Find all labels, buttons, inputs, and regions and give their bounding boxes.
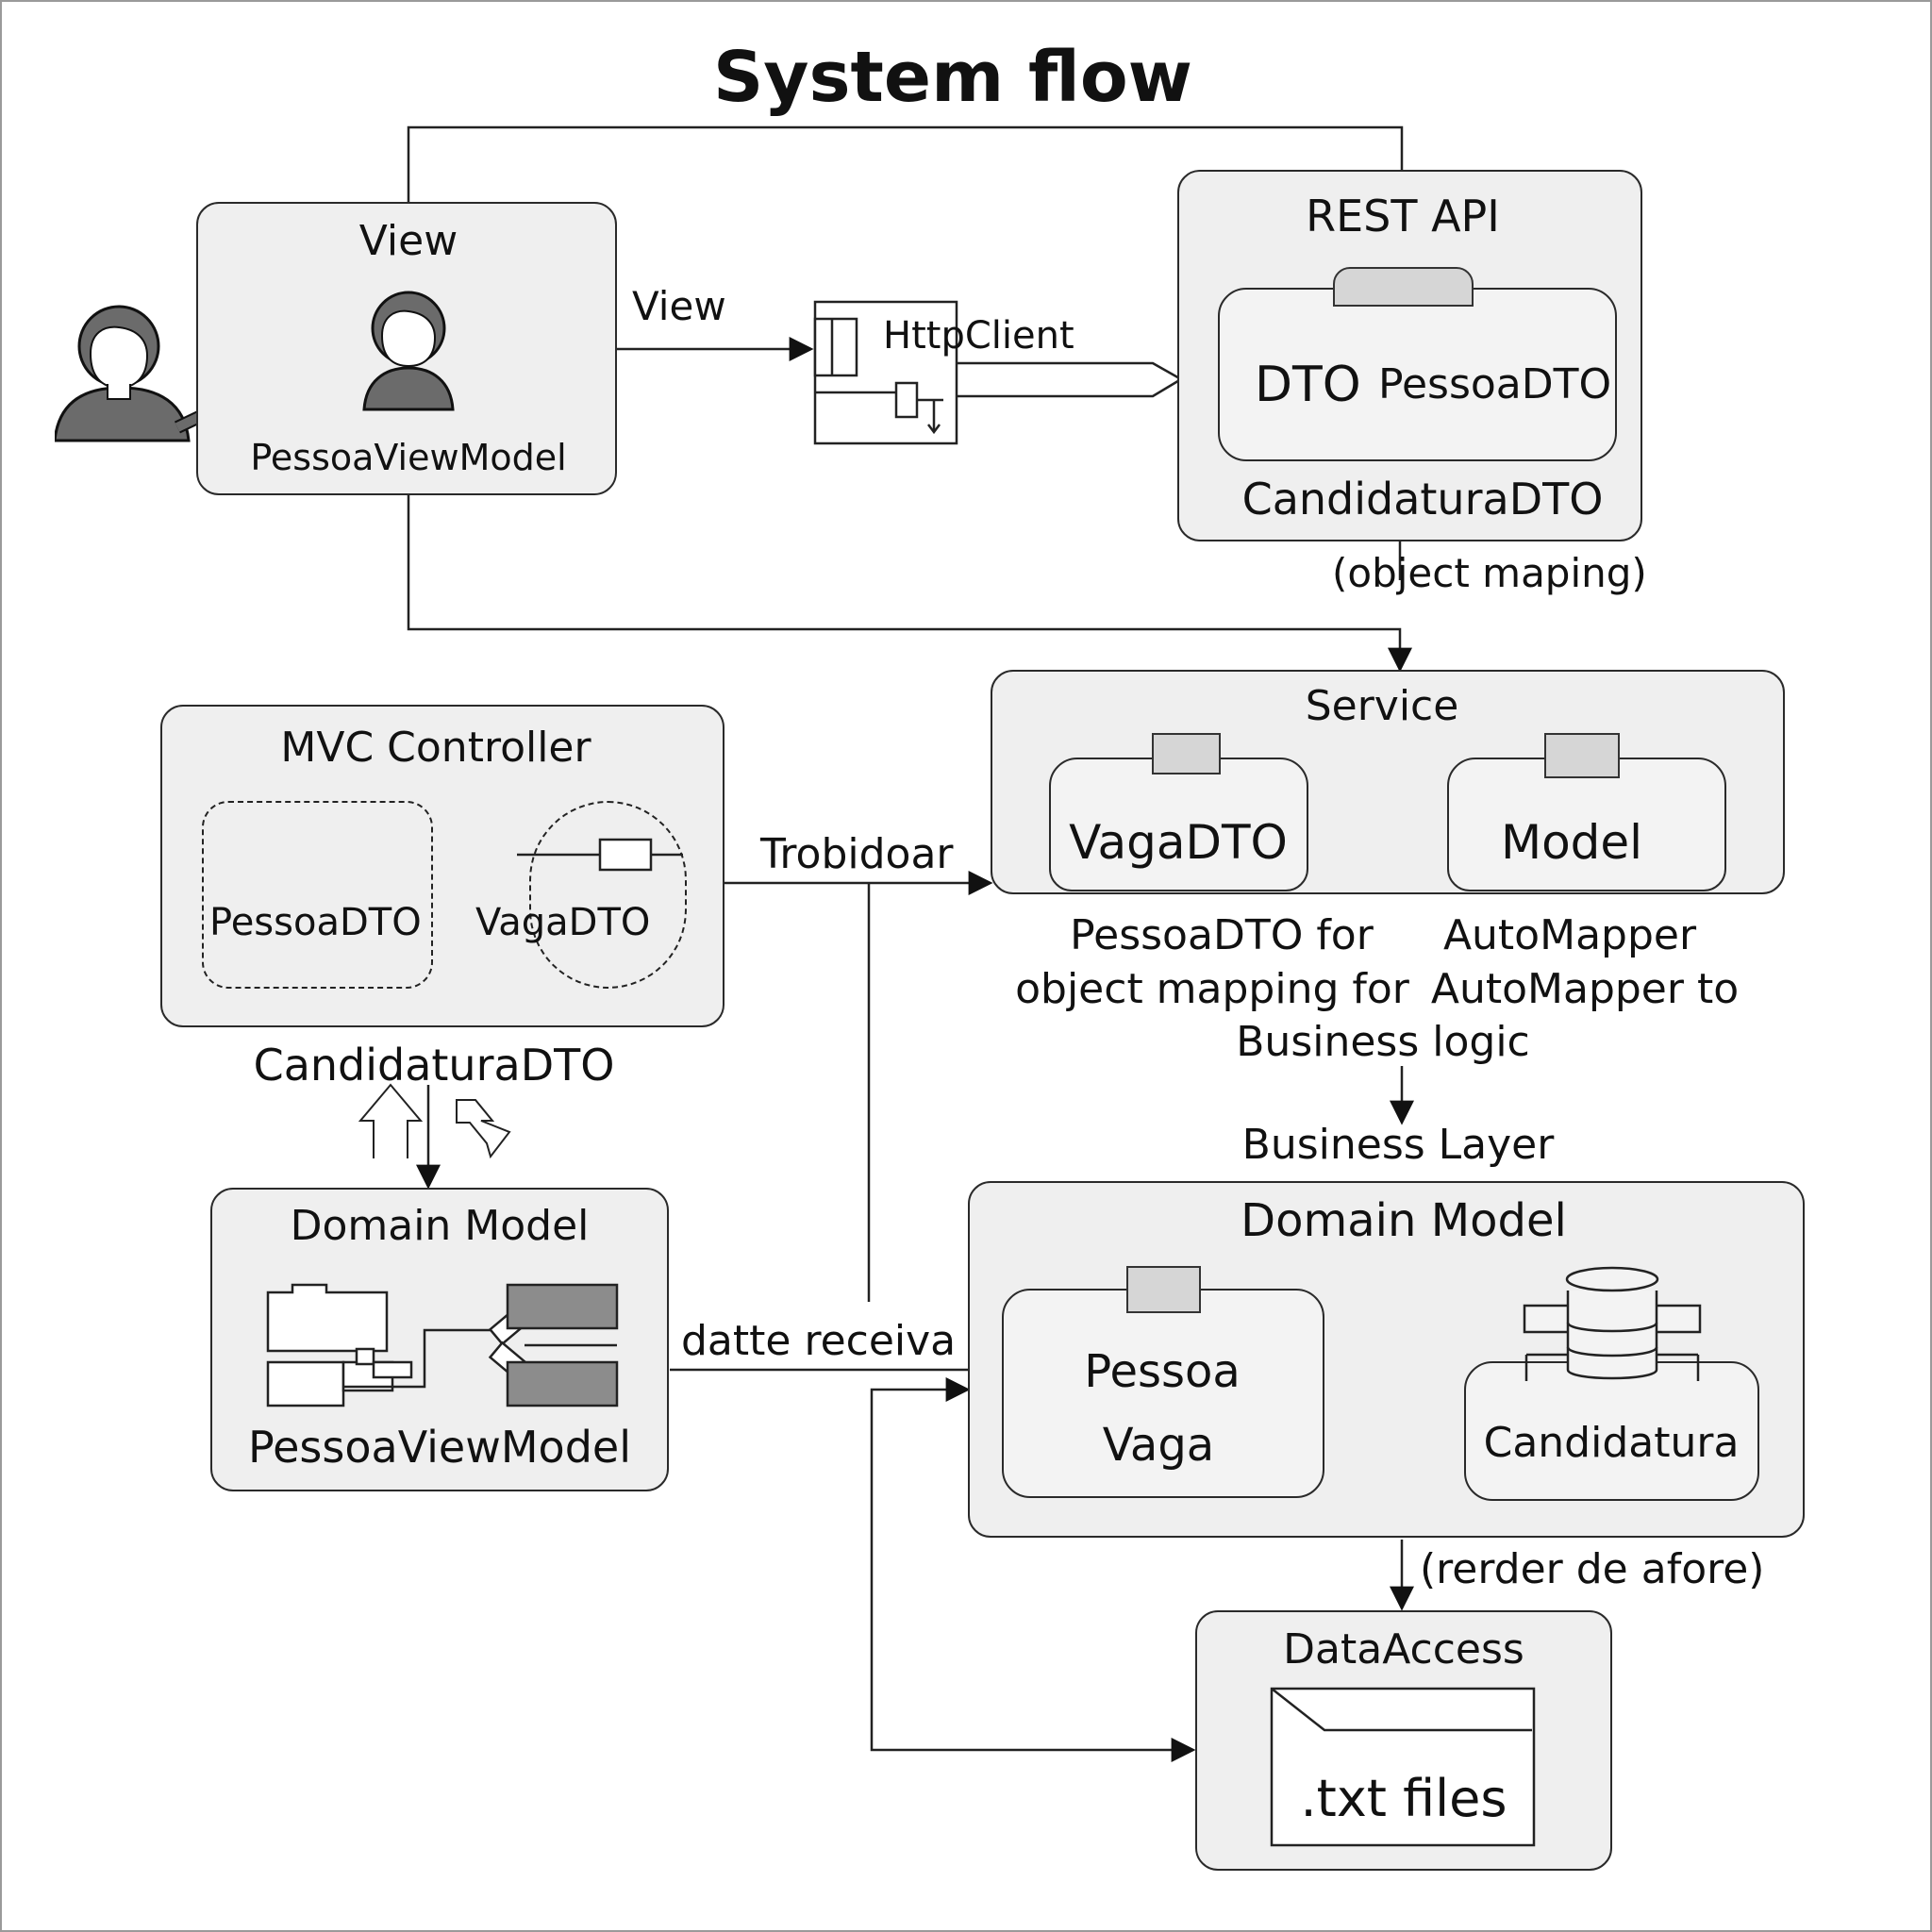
mvc-pessoadto-label: PessoaDTO bbox=[209, 901, 422, 944]
mvc-controller-footer: CandidaturaDTO bbox=[253, 1040, 615, 1091]
service-model-label: Model bbox=[1500, 815, 1643, 870]
service-vagadto-label: VagaDTO bbox=[1069, 815, 1288, 870]
http-client-icon bbox=[813, 300, 958, 445]
service-note-bottom: Business logic bbox=[1236, 1018, 1530, 1066]
connector-view-to-service bbox=[407, 492, 1412, 673]
rest-api-footer: CandidaturaDTO bbox=[1241, 474, 1604, 525]
edge-label-trobidoar: Trobidoar bbox=[760, 830, 954, 878]
rest-api-tab bbox=[1333, 267, 1474, 307]
hollow-up-arrow-icon bbox=[358, 1083, 424, 1158]
user-icon bbox=[55, 305, 221, 442]
rest-api-dto-card[interactable] bbox=[1218, 288, 1617, 461]
service-title: Service bbox=[1305, 682, 1459, 730]
connector-view-to-rest-top bbox=[407, 125, 1404, 204]
database-icon bbox=[1523, 1266, 1702, 1381]
mvc-vagadto-label: VagaDTO bbox=[475, 901, 651, 944]
mvc-vagadto-group[interactable] bbox=[529, 801, 687, 989]
service-model-tab bbox=[1544, 733, 1620, 778]
service-note-left-1: PessoaDTO for bbox=[1070, 911, 1374, 959]
mvc-controller-title: MVC Controller bbox=[280, 724, 591, 772]
user-icon bbox=[362, 291, 455, 411]
hollow-bent-arrow-icon bbox=[456, 1099, 511, 1159]
object-mapping-label: (object maping) bbox=[1332, 550, 1647, 596]
rest-api-dto-sub: PessoaDTO bbox=[1378, 360, 1612, 408]
mvc-pessoadto-group[interactable] bbox=[202, 801, 433, 989]
service-note-right-1: AutoMapper bbox=[1442, 911, 1697, 959]
rest-api-dto-main: DTO bbox=[1255, 357, 1361, 413]
domain-model-left-footer: PessoaViewModel bbox=[248, 1422, 631, 1473]
domain-entity-vaga: Vaga bbox=[1102, 1419, 1215, 1472]
domain-model-left-title: Domain Model bbox=[290, 1202, 590, 1250]
view-box-subtitle: PessoaViewModel bbox=[250, 437, 567, 478]
edge-label-view: View bbox=[632, 283, 726, 329]
edge-label-datte: datte receiva bbox=[681, 1317, 957, 1365]
service-vagadto-card[interactable] bbox=[1049, 758, 1308, 891]
service-vagadto-tab bbox=[1152, 733, 1221, 774]
service-note-right-2: AutoMapper to bbox=[1430, 965, 1740, 1013]
view-box-title: View bbox=[358, 217, 458, 265]
domain-model-right-title: Domain Model bbox=[1241, 1194, 1567, 1247]
rest-api-title: REST API bbox=[1306, 191, 1500, 242]
dataaccess-title: DataAccess bbox=[1283, 1625, 1524, 1674]
folder-icon bbox=[1270, 1687, 1536, 1847]
business-layer-label: Business Layer bbox=[1241, 1121, 1555, 1169]
domain-entity-card-right[interactable] bbox=[1464, 1361, 1759, 1501]
domain-entity-candidatura: Candidatura bbox=[1483, 1419, 1740, 1467]
httpclient-label: HttpClient bbox=[883, 314, 1074, 358]
connector-datte-branch bbox=[870, 1377, 971, 1434]
connector-httpclient-to-rest-b bbox=[953, 377, 1182, 398]
domain-entity-card-left-tab bbox=[1126, 1266, 1201, 1313]
component-diagram-icon bbox=[266, 1283, 619, 1407]
connector-httpclient-to-rest-a bbox=[953, 361, 1182, 381]
render-label: (rerder de afore) bbox=[1420, 1545, 1765, 1593]
component-icon bbox=[517, 838, 683, 872]
dataaccess-files-label: .txt files bbox=[1300, 1769, 1507, 1828]
service-model-card[interactable] bbox=[1447, 758, 1726, 891]
domain-entity-pessoa: Pessoa bbox=[1084, 1345, 1241, 1398]
connector-to-dataaccess bbox=[870, 1434, 1196, 1762]
page-title: System flow bbox=[712, 37, 1193, 118]
service-note-left-2: object mapping for bbox=[1015, 965, 1409, 1013]
